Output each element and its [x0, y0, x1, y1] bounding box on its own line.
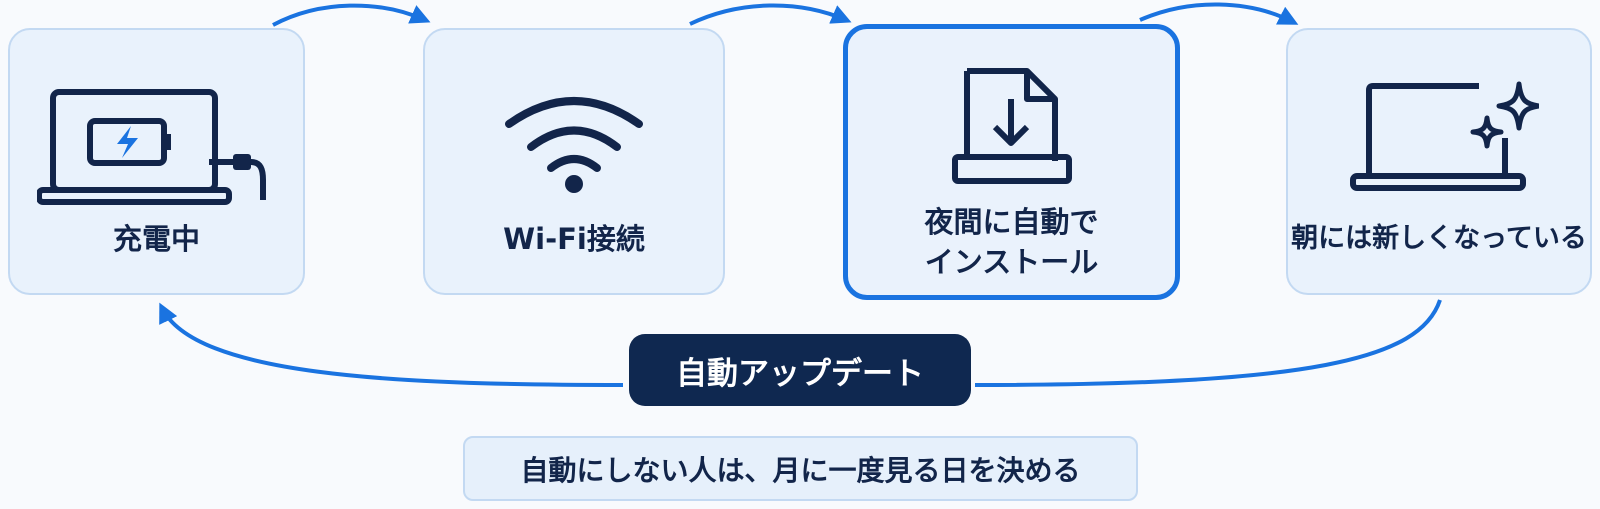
step-label-line1: 夜間に自動で — [924, 205, 1099, 239]
step-card-wifi: Wi-Fi接続 — [423, 28, 725, 295]
step-label-charging: 充電中 — [112, 222, 200, 256]
wifi-icon — [505, 97, 643, 193]
auto-update-cycle-label: 自動アップデート — [629, 334, 971, 406]
step-card-night-install: 夜間に自動で インストール — [843, 24, 1180, 300]
step-label-updated: 朝には新しくなっている — [1291, 223, 1587, 254]
arrow-step2-to-step3 — [689, 3, 852, 26]
laptop-sparkle-icon — [1350, 81, 1539, 191]
arrow-return-right — [974, 299, 1442, 387]
laptop-charging-icon — [36, 89, 266, 205]
arrow-step3-to-step4 — [1139, 2, 1299, 25]
download-document-icon — [951, 68, 1072, 184]
arrow-step1-to-step2 — [272, 3, 431, 27]
step-card-updated-morning: 朝には新しくなっている — [1286, 28, 1592, 295]
step-label-line2: インストール — [924, 245, 1099, 279]
arrow-return-left — [159, 302, 624, 387]
monthly-check-note: 自動にしない人は、月に一度見る日を決める — [463, 436, 1138, 501]
step-card-charging: 充電中 — [8, 28, 305, 295]
step-label-wifi: Wi-Fi接続 — [503, 222, 645, 256]
